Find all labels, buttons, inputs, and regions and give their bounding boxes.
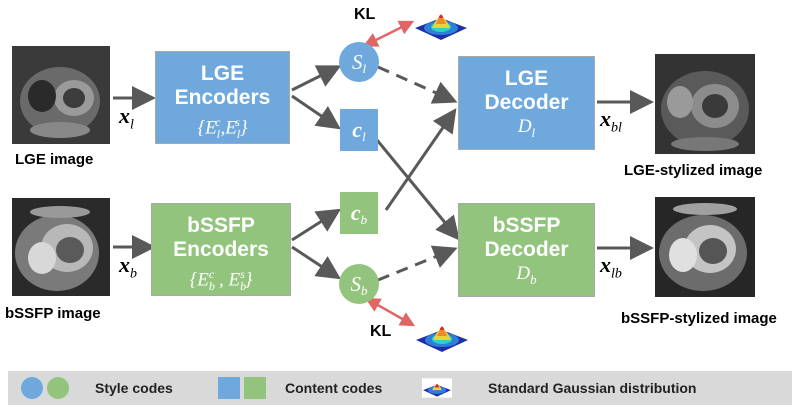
legend-style-label: Style codes	[95, 380, 173, 396]
kl-arrow-lge	[362, 20, 415, 47]
legend-bar: Style codes Content codes Standard Gauss…	[8, 371, 792, 405]
legend-content-square-blue	[218, 377, 240, 399]
lge-encoder-title-2: Encoders	[174, 86, 271, 109]
arrow-lge-enc-style	[291, 65, 342, 92]
bssfp-encoder-title-2: Encoders	[173, 238, 269, 261]
arrow-bssfp-enc-content	[291, 208, 342, 242]
bssfp-output-label: xlb	[600, 252, 622, 282]
arrow-bssfp-enc-style	[291, 245, 342, 280]
kl-label-lge: KL	[354, 6, 376, 23]
lge-encoders-box: LGE Encoders {Elc,Els}	[155, 51, 290, 144]
arrow-content-l-to-bssfp-decoder	[375, 139, 460, 241]
lge-decoder-box: LGE Decoder Dl	[458, 56, 595, 150]
kl-label-bssfp: KL	[370, 323, 392, 340]
lge-input-image	[12, 46, 110, 144]
legend-gaussian-label: Standard Gaussian distribution	[488, 380, 697, 396]
legend-style-circle-green	[47, 377, 69, 399]
gaussian-icon-top	[415, 14, 467, 40]
lge-encoder-title-1: LGE	[200, 62, 245, 85]
arrow-content-b-to-lge-decoder	[384, 108, 457, 211]
bssfp-image-caption: bSSFP image	[5, 305, 101, 322]
bssfp-input-image	[12, 198, 110, 296]
legend-gaussian-icon	[422, 378, 452, 398]
lge-input-label: xl	[119, 103, 134, 133]
bssfp-decoder-title-2: Decoder	[484, 238, 569, 261]
lge-decoder-math: Dl	[517, 116, 536, 140]
bssfp-decoder-title-1: bSSFP	[492, 214, 561, 237]
bssfp-encoder-title-1: bSSFP	[187, 214, 255, 237]
arrow-style-b-to-bssfp-decoder	[377, 245, 458, 282]
lge-decoder-title-2: Decoder	[484, 91, 569, 114]
bssfp-decoder-math: Db	[516, 263, 537, 287]
bssfp-stylized-image	[655, 197, 755, 297]
lge-stylized-image	[655, 54, 755, 154]
lge-decoder-title-1: LGE	[504, 67, 549, 90]
bssfp-input-label: xb	[119, 252, 137, 282]
lge-output-label: xbl	[600, 106, 622, 136]
legend-content-square-green	[244, 377, 266, 399]
lge-encoder-math: {Elc,Els}	[197, 115, 248, 142]
lge-image-caption: LGE image	[15, 151, 94, 168]
bssfp-encoders-box: bSSFP Encoders {Ebc , Ebs}	[151, 203, 291, 296]
bssfp-decoder-box: bSSFP Decoder Db	[458, 203, 595, 297]
bssfp-encoder-math: {Ebc , Ebs}	[189, 267, 253, 294]
bssfp-stylized-caption: bSSFP-stylized image	[621, 310, 777, 327]
arrow-style-l-to-lge-decoder	[377, 65, 458, 104]
legend-content-label: Content codes	[285, 380, 383, 396]
lge-stylized-caption: LGE-stylized image	[624, 162, 763, 179]
kl-arrow-bssfp	[365, 297, 416, 327]
legend-style-circle-blue	[21, 377, 43, 399]
gaussian-icon-bottom	[416, 326, 468, 352]
arrow-lge-enc-content	[291, 94, 341, 130]
